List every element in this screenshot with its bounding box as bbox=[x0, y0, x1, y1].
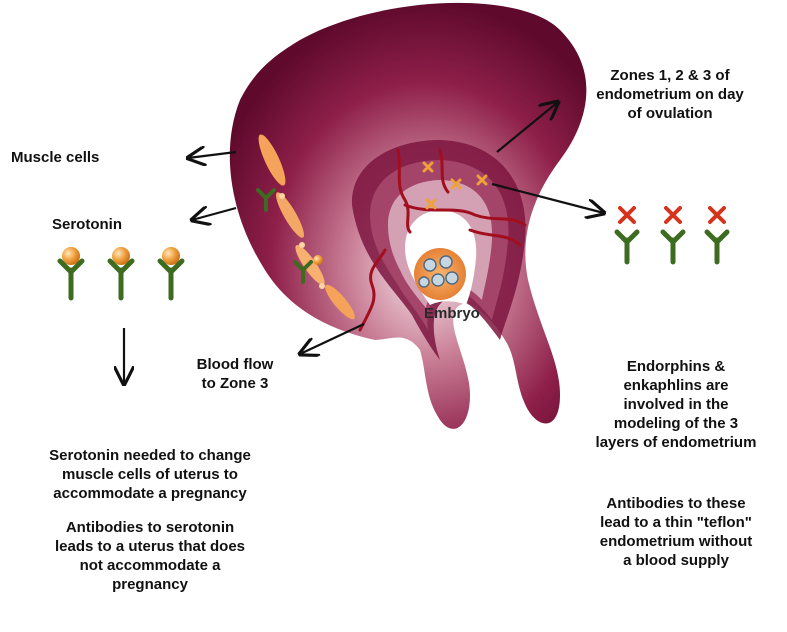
arrow-muscle-cells bbox=[188, 152, 236, 158]
serotonin-receptor-icons bbox=[60, 247, 182, 298]
zones-label: Zones 1, 2 & 3 of endometrium on day of … bbox=[560, 66, 780, 123]
serotonin-antibody-note-line-2: leads to a uterus that does bbox=[10, 537, 290, 556]
serotonin-note-line-3: accommodate a pregnancy bbox=[10, 484, 290, 503]
serotonin-receptor-1 bbox=[60, 247, 82, 298]
endorphins-antibody-note-line-1: Antibodies to these bbox=[570, 494, 782, 513]
serotonin-note-line-1: Serotonin needed to change bbox=[10, 446, 290, 465]
blocked-receptor-3 bbox=[707, 208, 727, 262]
serotonin-receptor-2 bbox=[110, 247, 132, 298]
serotonin-note-line-2: muscle cells of uterus to bbox=[10, 465, 290, 484]
blood-flow-label: Blood flow to Zone 3 bbox=[180, 355, 290, 393]
blocked-receptor-2 bbox=[663, 208, 683, 262]
endorphins-note: Endorphins & enkaphlins are involved in … bbox=[570, 357, 782, 452]
muscle-cells-label: Muscle cells bbox=[11, 148, 99, 167]
serotonin-antibody-note-line-1: Antibodies to serotonin bbox=[10, 518, 290, 537]
embryo-label: Embryo bbox=[424, 305, 480, 322]
endorphins-note-line-2: enkaphlins are bbox=[570, 376, 782, 395]
endorphins-note-line-4: modeling of the 3 bbox=[570, 414, 782, 433]
blood-flow-line-2: to Zone 3 bbox=[180, 374, 290, 393]
blocked-receptor-1 bbox=[617, 208, 637, 262]
arrow-serotonin bbox=[192, 208, 236, 220]
serotonin-antibody-note: Antibodies to serotonin leads to a uteru… bbox=[10, 518, 290, 594]
serotonin-receptor-3 bbox=[160, 247, 182, 298]
endorphins-antibody-note-line-4: a blood supply bbox=[570, 551, 782, 570]
endorphins-note-line-5: layers of endometrium bbox=[570, 433, 782, 452]
serotonin-note: Serotonin needed to change muscle cells … bbox=[10, 446, 290, 503]
endorphins-antibody-note-line-3: endometrium without bbox=[570, 532, 782, 551]
blood-flow-line-1: Blood flow bbox=[180, 355, 290, 374]
zones-label-line-2: endometrium on day bbox=[560, 85, 780, 104]
zones-label-line-1: Zones 1, 2 & 3 of bbox=[560, 66, 780, 85]
blocked-receptor-icons bbox=[617, 208, 727, 262]
endorphins-note-line-3: involved in the bbox=[570, 395, 782, 414]
endorphins-antibody-note: Antibodies to these lead to a thin "tefl… bbox=[570, 494, 782, 570]
serotonin-antibody-note-line-4: pregnancy bbox=[10, 575, 290, 594]
endorphins-antibody-note-line-2: lead to a thin "teflon" bbox=[570, 513, 782, 532]
arrow-blood-flow bbox=[300, 324, 364, 354]
endorphins-note-line-1: Endorphins & bbox=[570, 357, 782, 376]
serotonin-antibody-note-line-3: not accommodate a bbox=[10, 556, 290, 575]
zones-label-line-3: of ovulation bbox=[560, 104, 780, 123]
serotonin-label: Serotonin bbox=[52, 215, 122, 234]
embryo bbox=[414, 248, 466, 300]
